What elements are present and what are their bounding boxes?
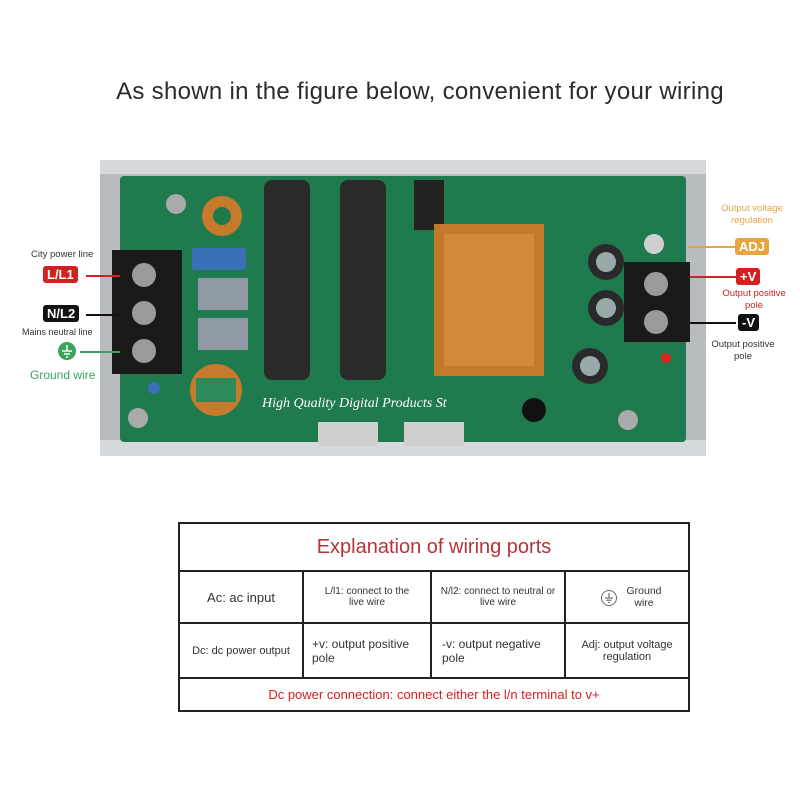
table-row1-col1: Ac: ac input — [207, 589, 275, 605]
ground-wire-label: Ground wire — [30, 368, 96, 382]
table-row1-col3: N/l2: connect to neutral or live wire — [440, 586, 556, 608]
pos-caption: Output positive pole — [722, 288, 786, 311]
table-row2-col3: -v: output negative pole — [442, 636, 541, 665]
table-row2-col4: Adj: output voltage regulation — [581, 638, 673, 663]
watermark: High Quality Digital Products St — [262, 396, 447, 411]
power-supply-board-image — [98, 158, 708, 458]
n2-tag: N/L2 — [43, 305, 80, 322]
l1-tag: L/L1 — [43, 266, 78, 283]
mains-neutral-label: Mains neutral line — [22, 327, 93, 337]
ground-symbol-icon — [601, 590, 617, 606]
n2-leader-line — [86, 314, 120, 316]
table-footer: Dc power connection: connect either the … — [268, 687, 600, 702]
adj-caption: Output voltage regulation — [721, 203, 783, 226]
pos-leader-line — [690, 276, 736, 278]
pos-tag: +V — [736, 268, 761, 285]
table-row2-col1: Dc: dc power output — [192, 644, 290, 657]
ground-icon — [58, 342, 76, 360]
neg-tag: -V — [738, 314, 759, 331]
city-power-line-label: City power line — [31, 249, 94, 260]
wiring-explanation-table: Explanation of wiring ports Ac: ac input… — [178, 522, 690, 712]
headline: As shown in the figure below, convenient… — [116, 78, 724, 105]
adj-tag: ADJ — [735, 238, 770, 255]
neg-leader-line — [690, 322, 736, 324]
table-row2-col2: +v: output positive pole — [312, 636, 410, 665]
neg-caption: Output positive pole — [711, 339, 775, 362]
adj-leader-line — [688, 246, 736, 248]
l1-leader-line — [86, 275, 120, 277]
table-row1-col2: L/l1: connect to the live wire — [324, 586, 410, 608]
ground-wire-text: Ground wire — [626, 585, 662, 609]
table-row1-col4: Ground wire — [566, 572, 688, 622]
ground-leader-line — [80, 351, 120, 353]
table-title: Explanation of wiring ports — [316, 535, 552, 558]
